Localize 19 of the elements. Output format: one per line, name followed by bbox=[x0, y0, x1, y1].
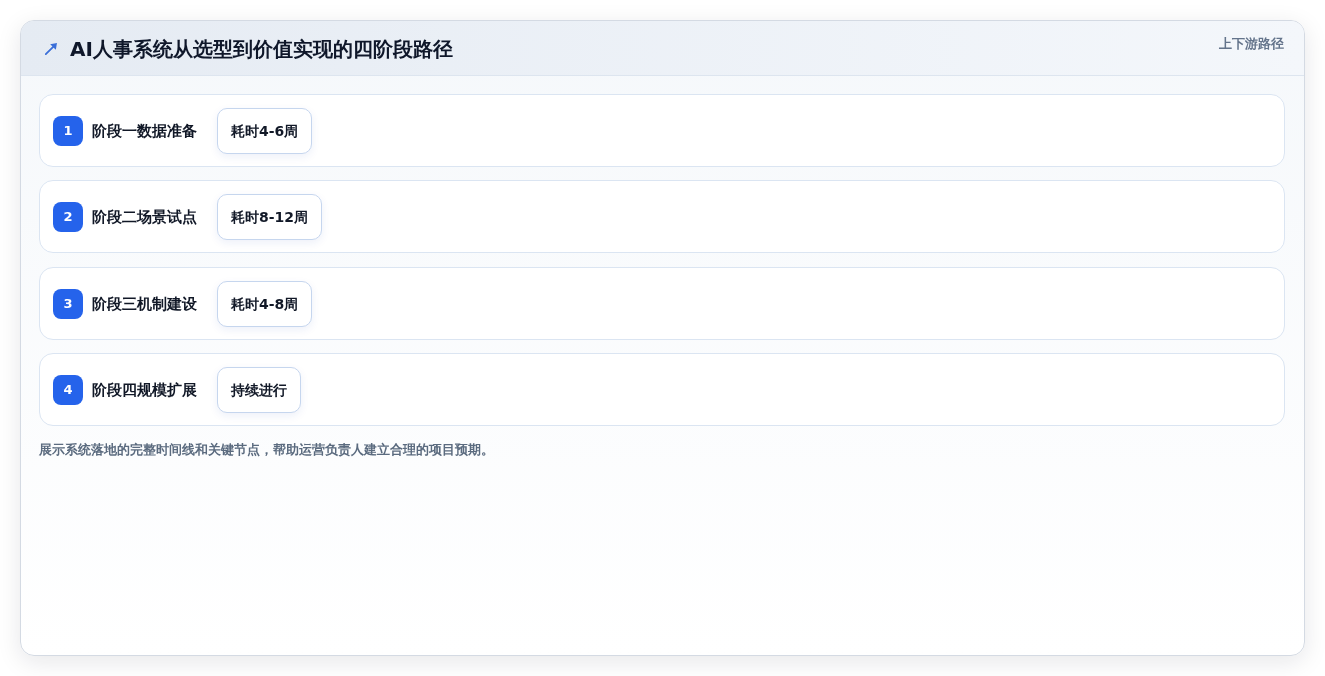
stage-row bbox=[39, 267, 1285, 340]
duration-tag: 耗时4-6周 bbox=[217, 108, 313, 154]
header-note: 上下游路径 bbox=[1219, 36, 1284, 52]
stage-name: 阶段一数据准备 bbox=[92, 121, 197, 141]
duration-tag: 耗时4-8周 bbox=[217, 281, 313, 327]
stage-row bbox=[39, 353, 1285, 426]
stage-name: 阶段二场景试点 bbox=[92, 207, 197, 227]
number-badge: 1 bbox=[53, 116, 83, 146]
duration-tag: 耗时8-12周 bbox=[217, 194, 323, 240]
stage-row bbox=[39, 94, 1285, 167]
number-badge: 4 bbox=[53, 375, 83, 405]
number-badge: 3 bbox=[53, 289, 83, 319]
caption: 展示系统落地的完整时间线和关键节点，帮助运营负责人建立合理的项目预期。 bbox=[39, 442, 494, 458]
number-badge: 2 bbox=[53, 202, 83, 232]
duration-tag: 持续进行 bbox=[217, 367, 301, 413]
title-text: AI人事系统从选型到价值实现的四阶段路径 bbox=[70, 37, 453, 61]
stage-name: 阶段三机制建设 bbox=[92, 294, 197, 314]
stage-name: 阶段四规模扩展 bbox=[92, 380, 197, 400]
stage-row bbox=[39, 180, 1285, 253]
